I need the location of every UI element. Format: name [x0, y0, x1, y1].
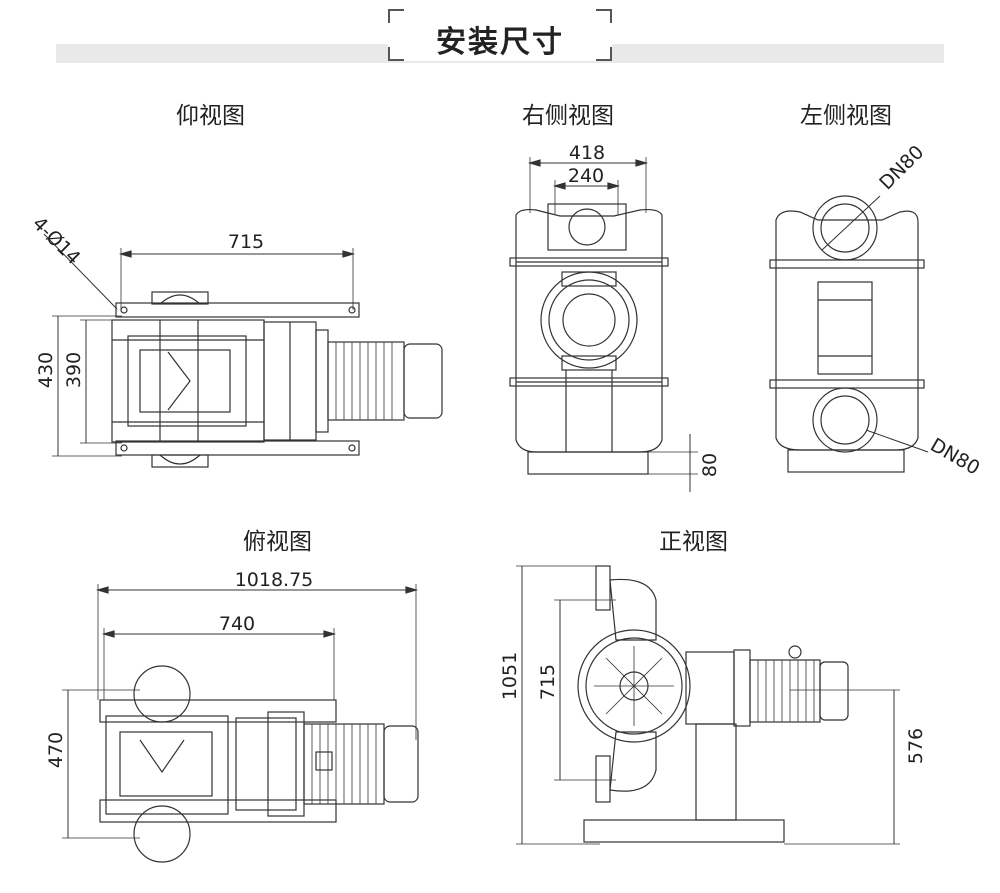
bottom-view-title: 仰视图	[176, 103, 245, 129]
dim-top-height: 470	[45, 732, 67, 768]
dim-bottom-width: 715	[228, 231, 264, 253]
frame-corner	[596, 47, 612, 61]
bottom-view-drawing	[43, 233, 443, 468]
dim-top-overall: 1018.75	[235, 569, 314, 591]
dim-right-outer: 418	[569, 142, 605, 164]
frame-corner	[596, 9, 612, 23]
left-view-title: 左侧视图	[800, 103, 892, 129]
dim-front-total-height: 1051	[499, 652, 521, 700]
dim-front-port-spacing: 715	[537, 664, 559, 700]
dim-left-bottom-port: DN80	[927, 434, 984, 480]
dim-bottom-height-inner: 390	[63, 352, 85, 388]
top-view-drawing	[62, 584, 419, 863]
dim-right-inner: 240	[568, 165, 604, 187]
dim-left-top-port: DN80	[875, 141, 928, 194]
frame-corner	[388, 47, 404, 61]
front-view-drawing	[516, 565, 900, 845]
front-view-title: 正视图	[659, 529, 728, 555]
dim-right-base: 80	[699, 453, 721, 477]
dim-top-length: 740	[219, 613, 255, 635]
left-view-drawing	[769, 195, 929, 473]
dim-bottom-height-outer: 430	[35, 352, 57, 388]
top-view-title: 俯视图	[243, 529, 312, 555]
dim-bottom-holes: 4-Ø14	[28, 212, 85, 269]
frame-corner	[388, 9, 404, 23]
right-view-title: 右侧视图	[522, 103, 614, 129]
right-view-drawing	[509, 157, 698, 492]
dim-front-outlet-height: 576	[905, 728, 927, 764]
page-title: 安装尺寸	[436, 25, 564, 60]
title-frame: 安装尺寸	[388, 9, 612, 61]
